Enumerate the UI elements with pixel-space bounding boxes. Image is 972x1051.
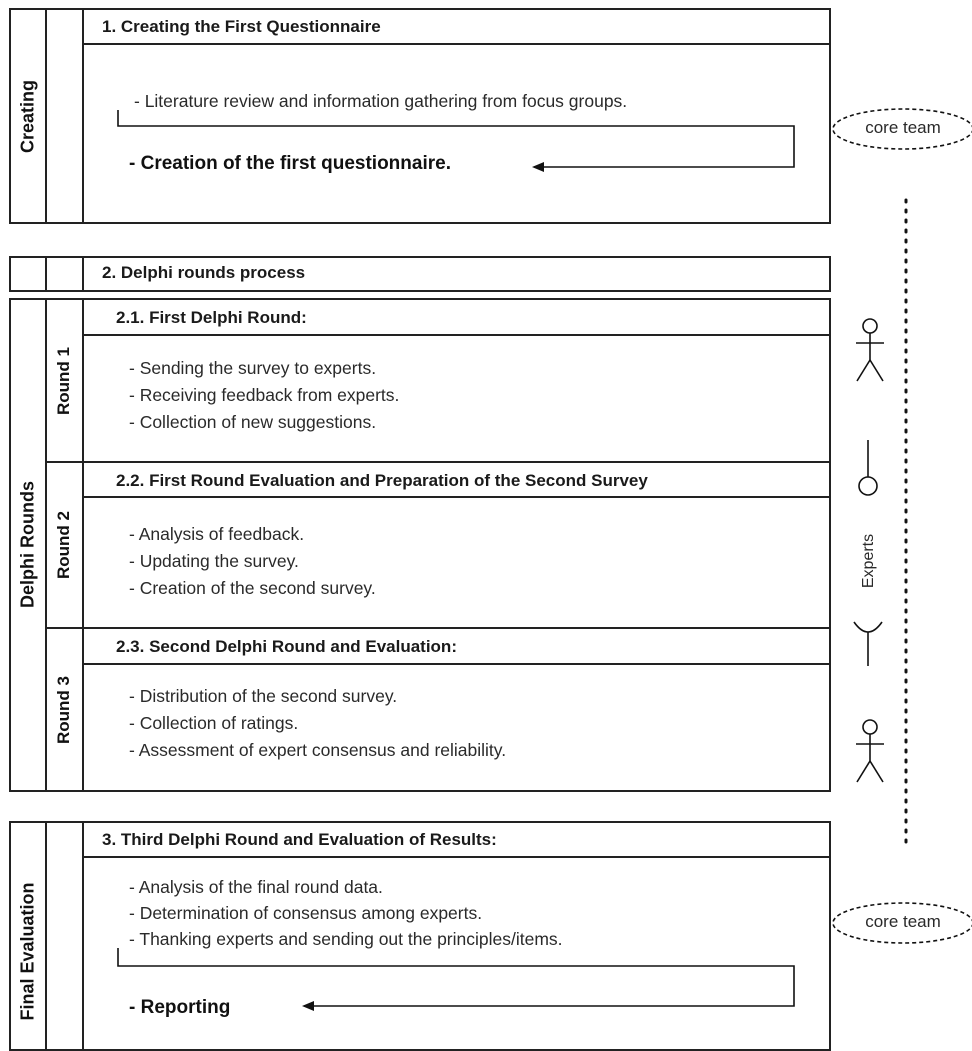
experts-label: Experts [860,533,877,589]
delphi-col-divider-1 [45,298,47,792]
delphi-col-divider-2 [82,298,84,792]
final-col-divider-1 [45,821,47,1051]
round3-item: - Distribution of the second survey. [129,686,398,706]
round1-round2-divider [45,461,831,463]
process-col-divider-2 [82,256,84,292]
creating-item-literature: - Literature review and information gath… [134,91,628,111]
round2-item: - Updating the survey. [129,551,299,571]
final-item: - Analysis of the final round data. [129,877,383,897]
round1-header: 2.1. First Delphi Round: [116,308,307,327]
round2-header: 2.2. First Round Evaluation and Preparat… [116,471,648,490]
creating-header-divider [82,43,831,45]
round2-item: - Analysis of feedback. [129,524,305,544]
process-col-divider-1 [45,256,47,292]
provided-interface-icon [858,440,878,496]
final-reporting: - Reporting [129,997,231,1018]
round3-header-divider [82,663,831,665]
round3-item: - Assessment of expert consensus and rel… [129,740,507,760]
round1-item: - Receiving feedback from experts. [129,385,400,405]
delphi-process-header-box [9,256,831,292]
round2-header-divider [82,496,831,498]
round1-header-divider [82,334,831,336]
final-header: 3. Third Delphi Round and Evaluation of … [102,830,497,849]
final-item: - Thanking experts and sending out the p… [129,929,563,949]
core-team-ellipse-top [832,108,972,150]
final-evaluation-outer-box [9,821,831,1051]
round3-item: - Collection of ratings. [129,713,299,733]
round2-round3-divider [45,627,831,629]
creating-item-first-questionnaire: - Creation of the first questionnaire. [129,153,451,174]
core-team-label-bottom: core team [865,912,941,931]
required-interface-icon [853,621,883,666]
creating-flow-arrow [117,110,795,172]
creating-col-divider-2 [82,8,84,224]
final-item: - Determination of consensus among exper… [129,903,483,923]
final-flow-arrow [117,948,795,1011]
core-team-label-top: core team [865,118,941,137]
final-col-divider-2 [82,821,84,1051]
creating-header: 1. Creating the First Questionnaire [102,17,381,36]
round3-header: 2.3. Second Delphi Round and Evaluation: [116,637,457,656]
round1-item: - Collection of new suggestions. [129,412,377,432]
delphi-rounds-outer-box [9,298,831,792]
core-team-ellipse-bottom [832,902,972,944]
creating-col-divider-1 [45,8,47,224]
expert-actor-icon [856,318,884,382]
final-header-divider [82,856,831,858]
delphi-process-header: 2. Delphi rounds process [102,263,306,282]
round2-item: - Creation of the second survey. [129,578,376,598]
expert-actor-icon [856,719,884,783]
round1-item: - Sending the survey to experts. [129,358,377,378]
